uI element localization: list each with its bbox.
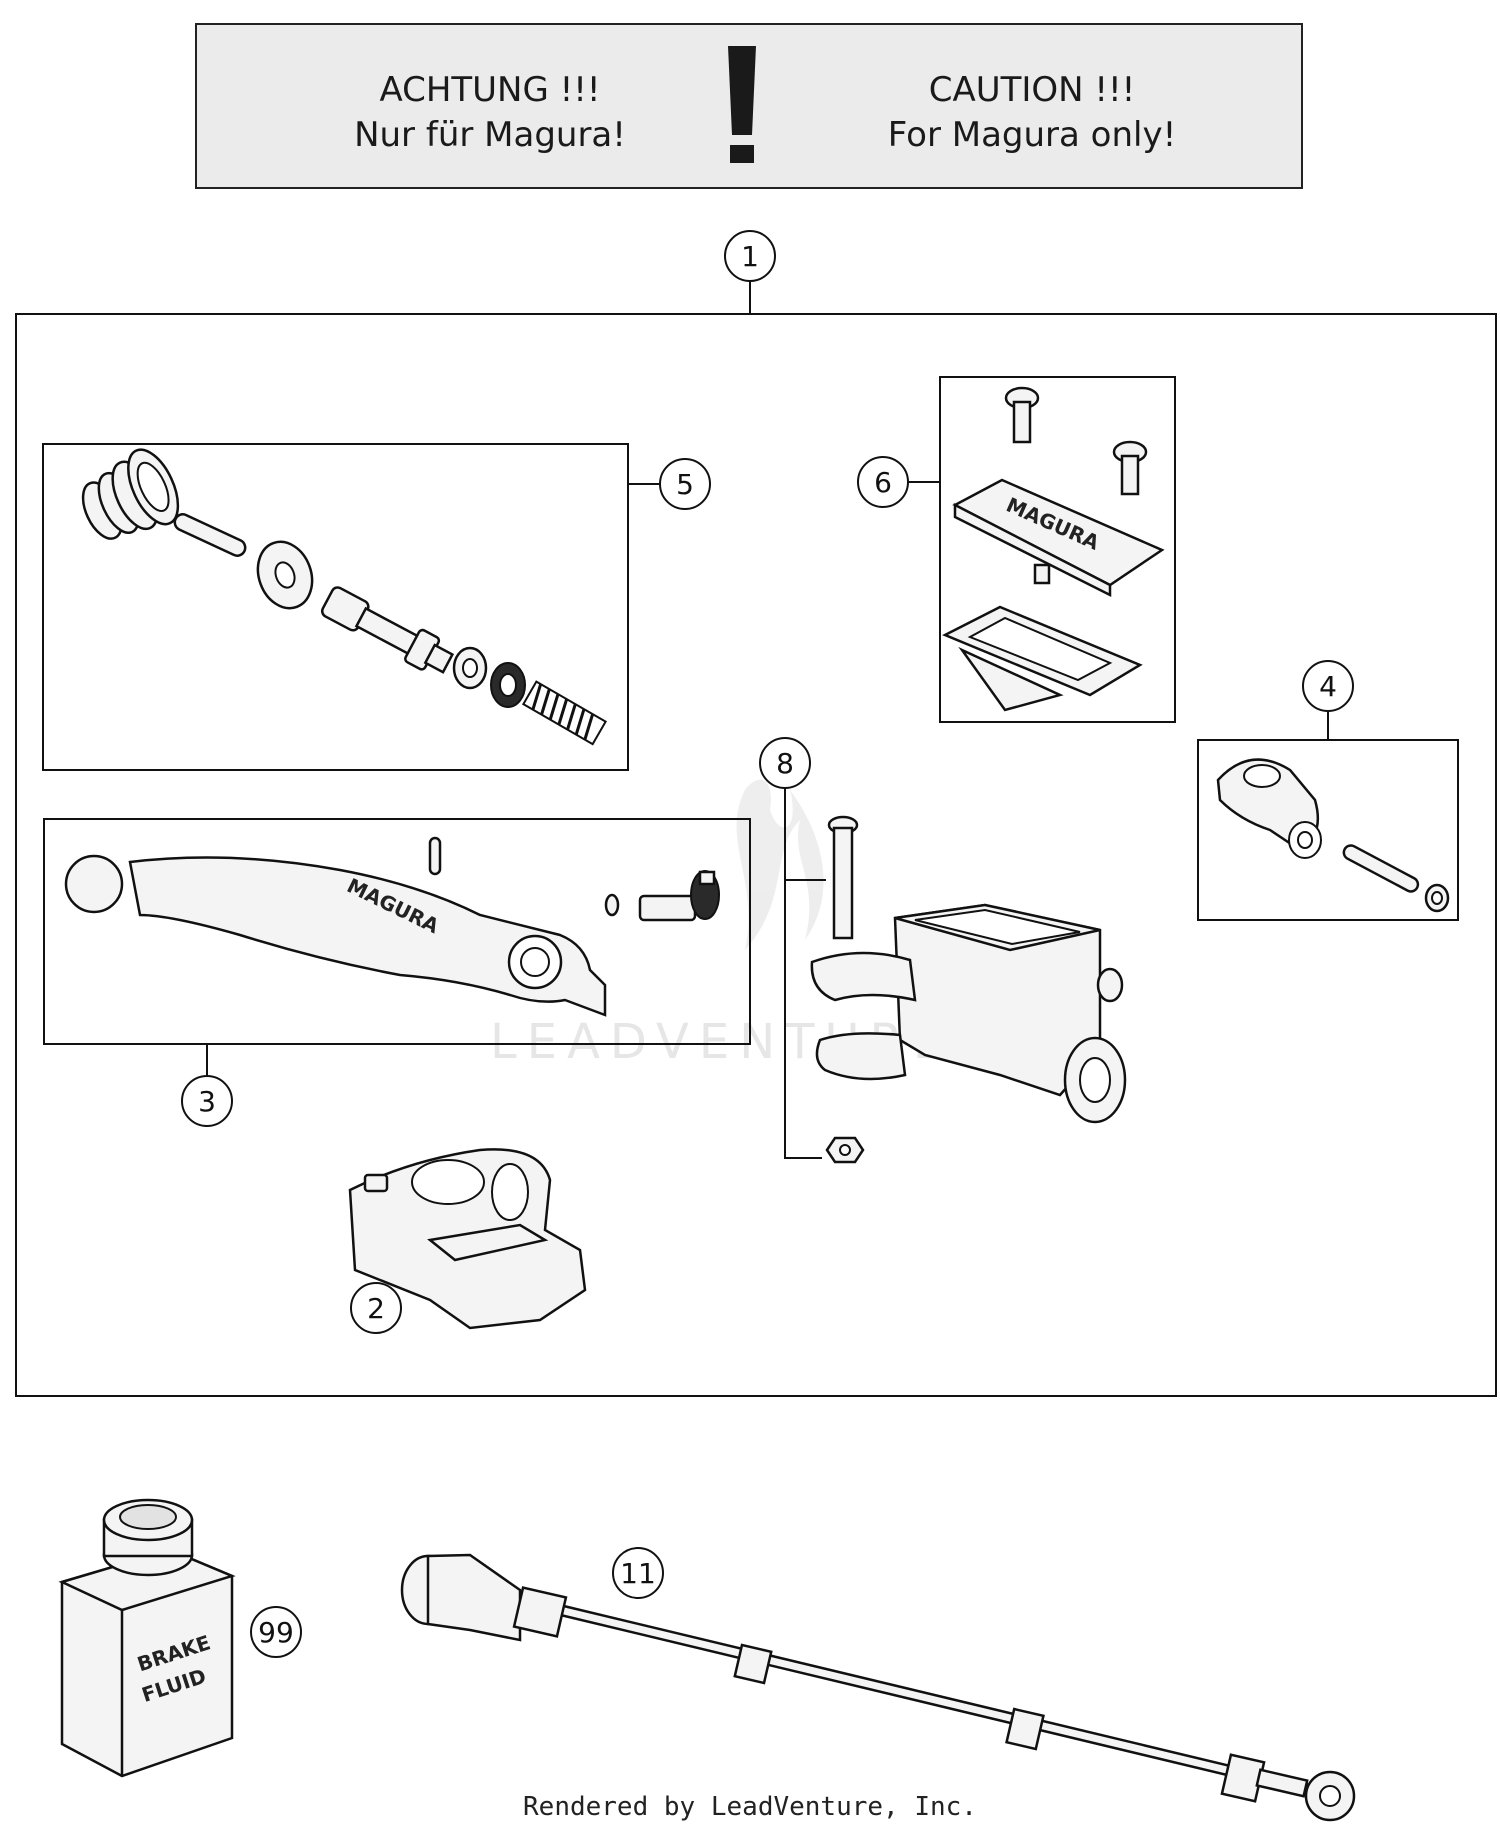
piston-kit-parts bbox=[81, 448, 608, 746]
callout-5: 5 bbox=[659, 458, 711, 510]
footer-credit: Rendered by LeadVenture, Inc. bbox=[523, 1792, 977, 1822]
callout-99: 99 bbox=[250, 1606, 302, 1658]
brake-fluid-can: BRAKE FLUID bbox=[58, 1498, 236, 1778]
seal bbox=[452, 646, 488, 690]
master-cylinder bbox=[810, 903, 1127, 1124]
piston bbox=[320, 586, 455, 674]
caution-banner: ACHTUNG !!! Nur für Magura! CAUTION !!! … bbox=[195, 23, 1303, 189]
spring bbox=[521, 680, 608, 746]
washer bbox=[256, 540, 314, 610]
svg-text:8: 8 bbox=[776, 747, 794, 780]
clamp-parts bbox=[1216, 758, 1450, 913]
lever-cover bbox=[348, 1148, 587, 1330]
cover-screw-2 bbox=[1112, 440, 1148, 496]
callout-8-leader bbox=[784, 788, 822, 1159]
pivot-nut bbox=[825, 1136, 865, 1164]
svg-text:2: 2 bbox=[367, 1292, 385, 1325]
svg-text:3: 3 bbox=[198, 1085, 216, 1118]
watermark-flame-icon bbox=[736, 779, 824, 950]
reservoir-cover: MAGURA bbox=[952, 478, 1165, 598]
assembly-frame bbox=[15, 313, 1497, 1397]
banner-left-line2: Nur für Magura! bbox=[354, 115, 626, 155]
callout-2: 2 bbox=[350, 1282, 402, 1334]
lever-box bbox=[43, 818, 751, 1045]
callout-1: 1 bbox=[724, 230, 776, 282]
pivot-screw bbox=[827, 815, 859, 940]
reservoir-cover-parts: MAGURA bbox=[942, 386, 1165, 712]
svg-text:11: 11 bbox=[620, 1557, 656, 1590]
reach-adjuster bbox=[638, 870, 720, 922]
clamp-washer bbox=[1424, 883, 1450, 913]
svg-text:4: 4 bbox=[1319, 670, 1337, 703]
brake-lever-parts: MAGURA bbox=[64, 836, 720, 1017]
callout-4: 4 bbox=[1302, 660, 1354, 712]
svg-text:5: 5 bbox=[676, 468, 694, 501]
svg-text:6: 6 bbox=[874, 466, 892, 499]
reservoir-cover-box bbox=[939, 376, 1176, 723]
exclamation-icon bbox=[728, 46, 756, 163]
svg-text:99: 99 bbox=[258, 1616, 294, 1649]
lever-small-ring bbox=[604, 893, 620, 917]
brake-line bbox=[400, 1553, 1356, 1822]
pin bbox=[173, 513, 247, 557]
banner-left-line1: ACHTUNG !!! bbox=[379, 70, 600, 110]
o-ring bbox=[490, 662, 526, 708]
svg-text:1: 1 bbox=[741, 240, 759, 273]
rubber-boot bbox=[81, 448, 180, 540]
callout-6: 6 bbox=[857, 456, 909, 508]
diaphragm bbox=[942, 605, 1143, 712]
handlebar-clamp bbox=[1216, 758, 1322, 859]
banner-right-line2: For Magura only! bbox=[888, 115, 1176, 155]
watermark: LEADVENTURE bbox=[490, 779, 943, 1070]
piston-kit-box bbox=[42, 443, 629, 771]
cover-screw-1 bbox=[1004, 386, 1040, 444]
banner-right-line1: CAUTION !!! bbox=[929, 70, 1136, 110]
brake-lever: MAGURA bbox=[64, 854, 607, 1017]
callout-11: 11 bbox=[612, 1547, 664, 1599]
callout-3: 3 bbox=[181, 1075, 233, 1127]
callout-8: 8 bbox=[759, 737, 811, 789]
clamp-pin bbox=[1342, 844, 1420, 893]
lever-pivot-pin bbox=[428, 836, 442, 876]
